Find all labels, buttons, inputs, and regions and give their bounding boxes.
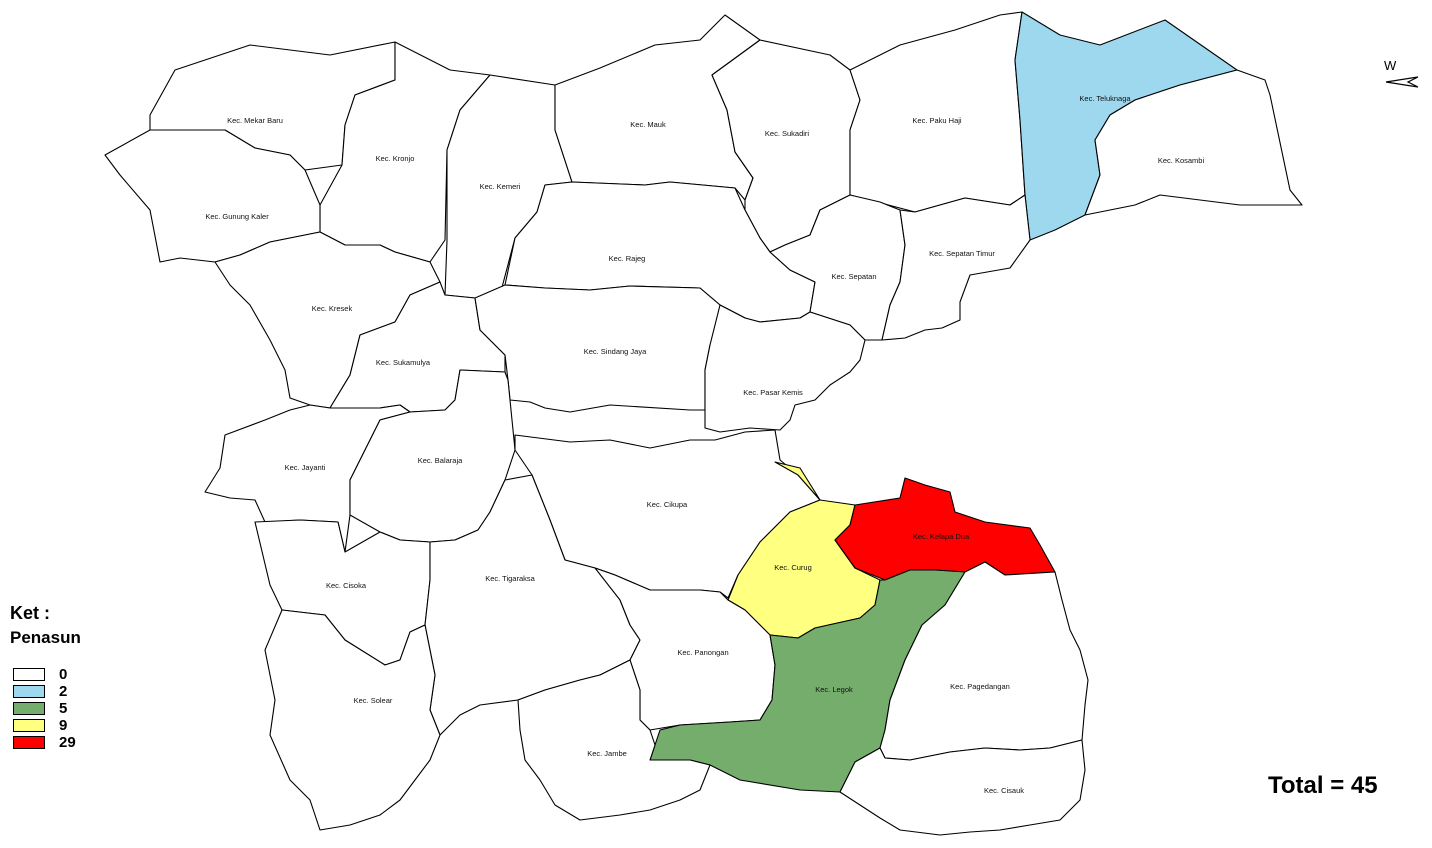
compass-letter: W	[1384, 58, 1397, 73]
legend-item: 5	[10, 700, 81, 717]
legend-swatch	[13, 719, 45, 732]
legend-item: 2	[10, 683, 81, 700]
north-arrow-icon	[1385, 75, 1419, 88]
district-label-cisauk: Kec. Cisauk	[984, 786, 1024, 795]
district-kelapa-dua	[834, 477, 1056, 581]
legend-subtitle: Penasun	[10, 628, 81, 647]
legend-value: 0	[59, 666, 68, 683]
district-cisauk	[839, 739, 1086, 836]
legend-value: 2	[59, 683, 68, 700]
district-label-pagedangan: Kec. Pagedangan	[950, 682, 1010, 691]
legend-item: 9	[10, 717, 81, 734]
legend-swatch	[13, 685, 45, 698]
legend-item: 0	[10, 666, 81, 683]
legend-value: 5	[59, 700, 68, 717]
district-label-cisoka: Kec. Cisoka	[326, 581, 367, 590]
district-label-sepatan-timur: Kec. Sepatan Timur	[929, 249, 995, 258]
district-label-paku-haji: Kec. Paku Haji	[912, 116, 962, 125]
legend-title: Ket :	[10, 603, 50, 623]
district-label-legok: Kec. Legok	[815, 685, 853, 694]
legend-swatch	[13, 668, 45, 681]
district-label-balaraja: Kec. Balaraja	[418, 456, 463, 465]
district-sepatan-timur	[881, 194, 1031, 341]
district-label-rajeg: Kec. Rajeg	[609, 254, 646, 263]
district-label-kresek: Kec. Kresek	[312, 304, 353, 313]
district-label-pasar-kemis: Kec. Pasar Kemis	[743, 388, 803, 397]
district-label-curug: Kec. Curug	[774, 563, 812, 572]
district-label-sukadiri: Kec. Sukadiri	[765, 129, 810, 138]
legend-item: 29	[10, 734, 81, 751]
district-paku-haji	[849, 11, 1026, 213]
district-label-kronjo: Kec. Kronjo	[376, 154, 415, 163]
district-label-tigaraksa: Kec. Tigaraksa	[485, 574, 535, 583]
district-label-jayanti: Kec. Jayanti	[285, 463, 326, 472]
district-label-kemeri: Kec. Kemeri	[480, 182, 521, 191]
district-label-panongan: Kec. Panongan	[677, 648, 728, 657]
map-legend: Ket : Penasun 0 2 5 9 29	[10, 600, 81, 751]
district-label-sindang-jaya: Kec. Sindang Jaya	[584, 347, 647, 356]
district-label-sepatan: Kec. Sepatan	[831, 272, 876, 281]
district-label-solear: Kec. Solear	[354, 696, 393, 705]
district-label-kelapa-dua: Kec. Kelapa Dua	[913, 532, 970, 541]
district-label-kosambi: Kec. Kosambi	[1158, 156, 1205, 165]
district-polygons	[104, 11, 1303, 836]
district-pasar-kemis	[704, 304, 866, 433]
district-label-cikupa: Kec. Cikupa	[647, 500, 688, 509]
legend-swatch	[13, 702, 45, 715]
legend-value: 9	[59, 717, 68, 734]
district-jambe	[517, 659, 711, 821]
legend-swatch	[13, 736, 45, 749]
district-label-mauk: Kec. Mauk	[630, 120, 666, 129]
compass-west: W	[1384, 58, 1432, 89]
district-kosambi	[1084, 69, 1303, 216]
district-label-jambe: Kec. Jambe	[587, 749, 627, 758]
total-count: Total = 45	[1268, 772, 1378, 799]
district-label-teluknaga: Kec. Teluknaga	[1079, 94, 1131, 103]
district-label-mekar-baru: Kec. Mekar Baru	[227, 116, 283, 125]
district-label-sukamulya: Kec. Sukamulya	[376, 358, 431, 367]
legend-value: 29	[59, 734, 76, 751]
district-label-gunung-kaler: Kec. Gunung Kaler	[205, 212, 269, 221]
district-solear	[264, 609, 441, 831]
